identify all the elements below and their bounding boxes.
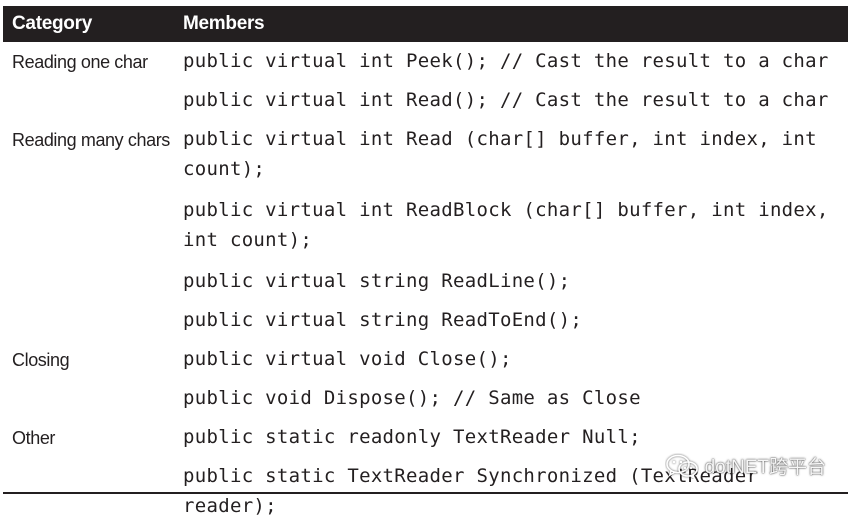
- watermark: dotNET跨平台: [665, 452, 826, 479]
- category-cell: Reading many chars: [12, 130, 170, 150]
- members-table: Category Members Reading one char public…: [3, 6, 848, 526]
- member-signature: public virtual int Read (char[] buffer, …: [183, 128, 829, 180]
- member-signature: public virtual int Peek(); // Cast the r…: [183, 50, 829, 72]
- member-signature: public virtual int Read(); // Cast the r…: [183, 89, 829, 111]
- members-cell: public virtual int Read (char[] buffer, …: [176, 120, 848, 340]
- table-header: Category Members: [3, 6, 848, 42]
- header-members: Members: [176, 6, 848, 42]
- member-signature: public static readonly TextReader Null;: [183, 426, 641, 448]
- member-signature: public virtual void Close();: [183, 348, 512, 370]
- table-bottom-rule: [3, 492, 848, 494]
- table-row: Closing public virtual void Close(); pub…: [3, 340, 848, 418]
- members-cell: public virtual int Peek(); // Cast the r…: [176, 42, 848, 120]
- member-signature: public void Dispose(); // Same as Close: [183, 387, 641, 409]
- table-row: Reading many chars public virtual int Re…: [3, 120, 848, 340]
- category-cell: Reading one char: [12, 52, 148, 72]
- header-category: Category: [3, 6, 176, 42]
- member-signature: public virtual string ReadToEnd();: [183, 309, 583, 331]
- header-row: Category Members: [3, 6, 848, 42]
- category-cell: Other: [12, 428, 56, 448]
- member-signature: public virtual int ReadBlock (char[] buf…: [183, 199, 841, 251]
- wechat-icon: [665, 454, 698, 479]
- category-cell: Closing: [12, 350, 70, 370]
- watermark-text: dotNET跨平台: [704, 457, 826, 478]
- table-row: Reading one char public virtual int Peek…: [3, 42, 848, 120]
- members-cell: public virtual void Close(); public void…: [176, 340, 848, 418]
- member-signature: public virtual string ReadLine();: [183, 270, 571, 292]
- textreader-members-table: Category Members Reading one char public…: [3, 6, 848, 526]
